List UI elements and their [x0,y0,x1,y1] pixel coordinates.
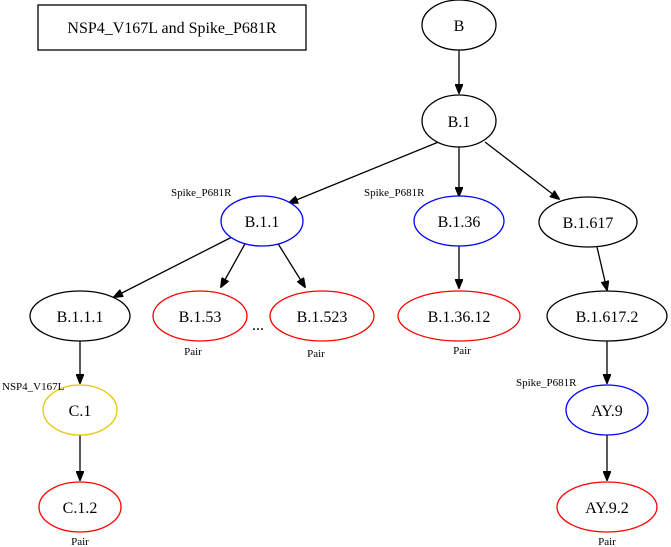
node-ellipse-b153 [152,290,248,342]
pair-label-b153: Pair [184,346,202,358]
mutation-label-b136: Spike_P681R [364,187,425,199]
node-c12: C.1.2 [38,481,122,533]
node-ellipse-c12 [38,481,122,533]
edge-b1-b1617 [484,141,559,199]
node-b16172: B.1.617.2 [546,290,668,342]
edge-b1617-b16172 [596,246,607,290]
node-ellipse-b136 [413,195,505,247]
node-label-b1: B.1 [448,114,471,131]
edges [80,50,607,480]
node-b1523: B.1.523 [269,290,375,342]
node-label-b153: B.1.53 [179,309,222,326]
annotations: Spike_P681R Spike_P681R Spike_P681R NSP4… [2,187,616,547]
node-ellipse-b13612 [397,290,521,342]
node-b: B [421,0,497,51]
pair-label-c12: Pair [71,536,89,547]
title: NSP4_V167L and Spike_P681R [67,20,277,37]
node-c1: C.1 [42,384,118,436]
node-ellipse-ay92 [556,481,658,533]
node-label-ay92: AY.9.2 [585,500,629,517]
mutation-label-b11: Spike_P681R [171,187,232,199]
node-label-b: B [454,18,465,35]
node-ellipse-b1523 [269,290,375,342]
node-ellipse-ay9 [565,384,649,436]
node-ellipse-c1 [42,384,118,436]
node-b11: B.1.1 [220,195,304,247]
node-b136: B.1.36 [413,195,505,247]
node-label-b1617: B.1.617 [563,215,614,232]
node-ellipse-b1617 [538,196,638,248]
mutation-label-c1: NSP4_V167L [2,381,65,393]
node-label-b111: B.1.1.1 [57,309,104,326]
node-label-ay9: AY.9 [591,403,623,420]
node-b13612: B.1.36.12 [397,290,521,342]
node-label-b16172: B.1.617.2 [576,309,639,326]
edge-b11-b111 [114,235,235,297]
pair-label-b1523: Pair [307,348,325,360]
node-label-c1: C.1 [69,403,92,420]
node-ellipse-b16172 [546,290,668,342]
edge-b11-b1523 [276,241,305,287]
node-ellipse-b11 [220,195,304,247]
edge-b1-b11 [289,140,442,203]
pair-label-ay92: Pair [598,536,616,547]
mutation-label-ay9: Spike_P681R [516,377,577,389]
node-ay9: AY.9 [565,384,649,436]
node-ellipse-b111 [29,290,131,342]
node-b1: B.1 [421,94,497,148]
node-b1617: B.1.617 [538,196,638,248]
node-label-c12: C.1.2 [63,500,98,517]
pair-label-b13612: Pair [453,345,471,357]
node-label-b11: B.1.1 [245,214,280,231]
ellipsis-label: ... [252,317,264,334]
node-label-b13612: B.1.36.12 [428,309,491,326]
node-ay92: AY.9.2 [556,481,658,533]
title-box: NSP4_V167L and Spike_P681R [37,4,307,51]
node-b153: B.1.53 [152,290,248,342]
node-ellipse-b [421,0,497,51]
node-label-b136: B.1.36 [438,214,481,231]
node-ellipse-b1 [421,94,497,148]
node-b111: B.1.1.1 [29,290,131,342]
edge-b11-b153 [221,241,247,287]
node-label-b1523: B.1.523 [297,309,348,326]
